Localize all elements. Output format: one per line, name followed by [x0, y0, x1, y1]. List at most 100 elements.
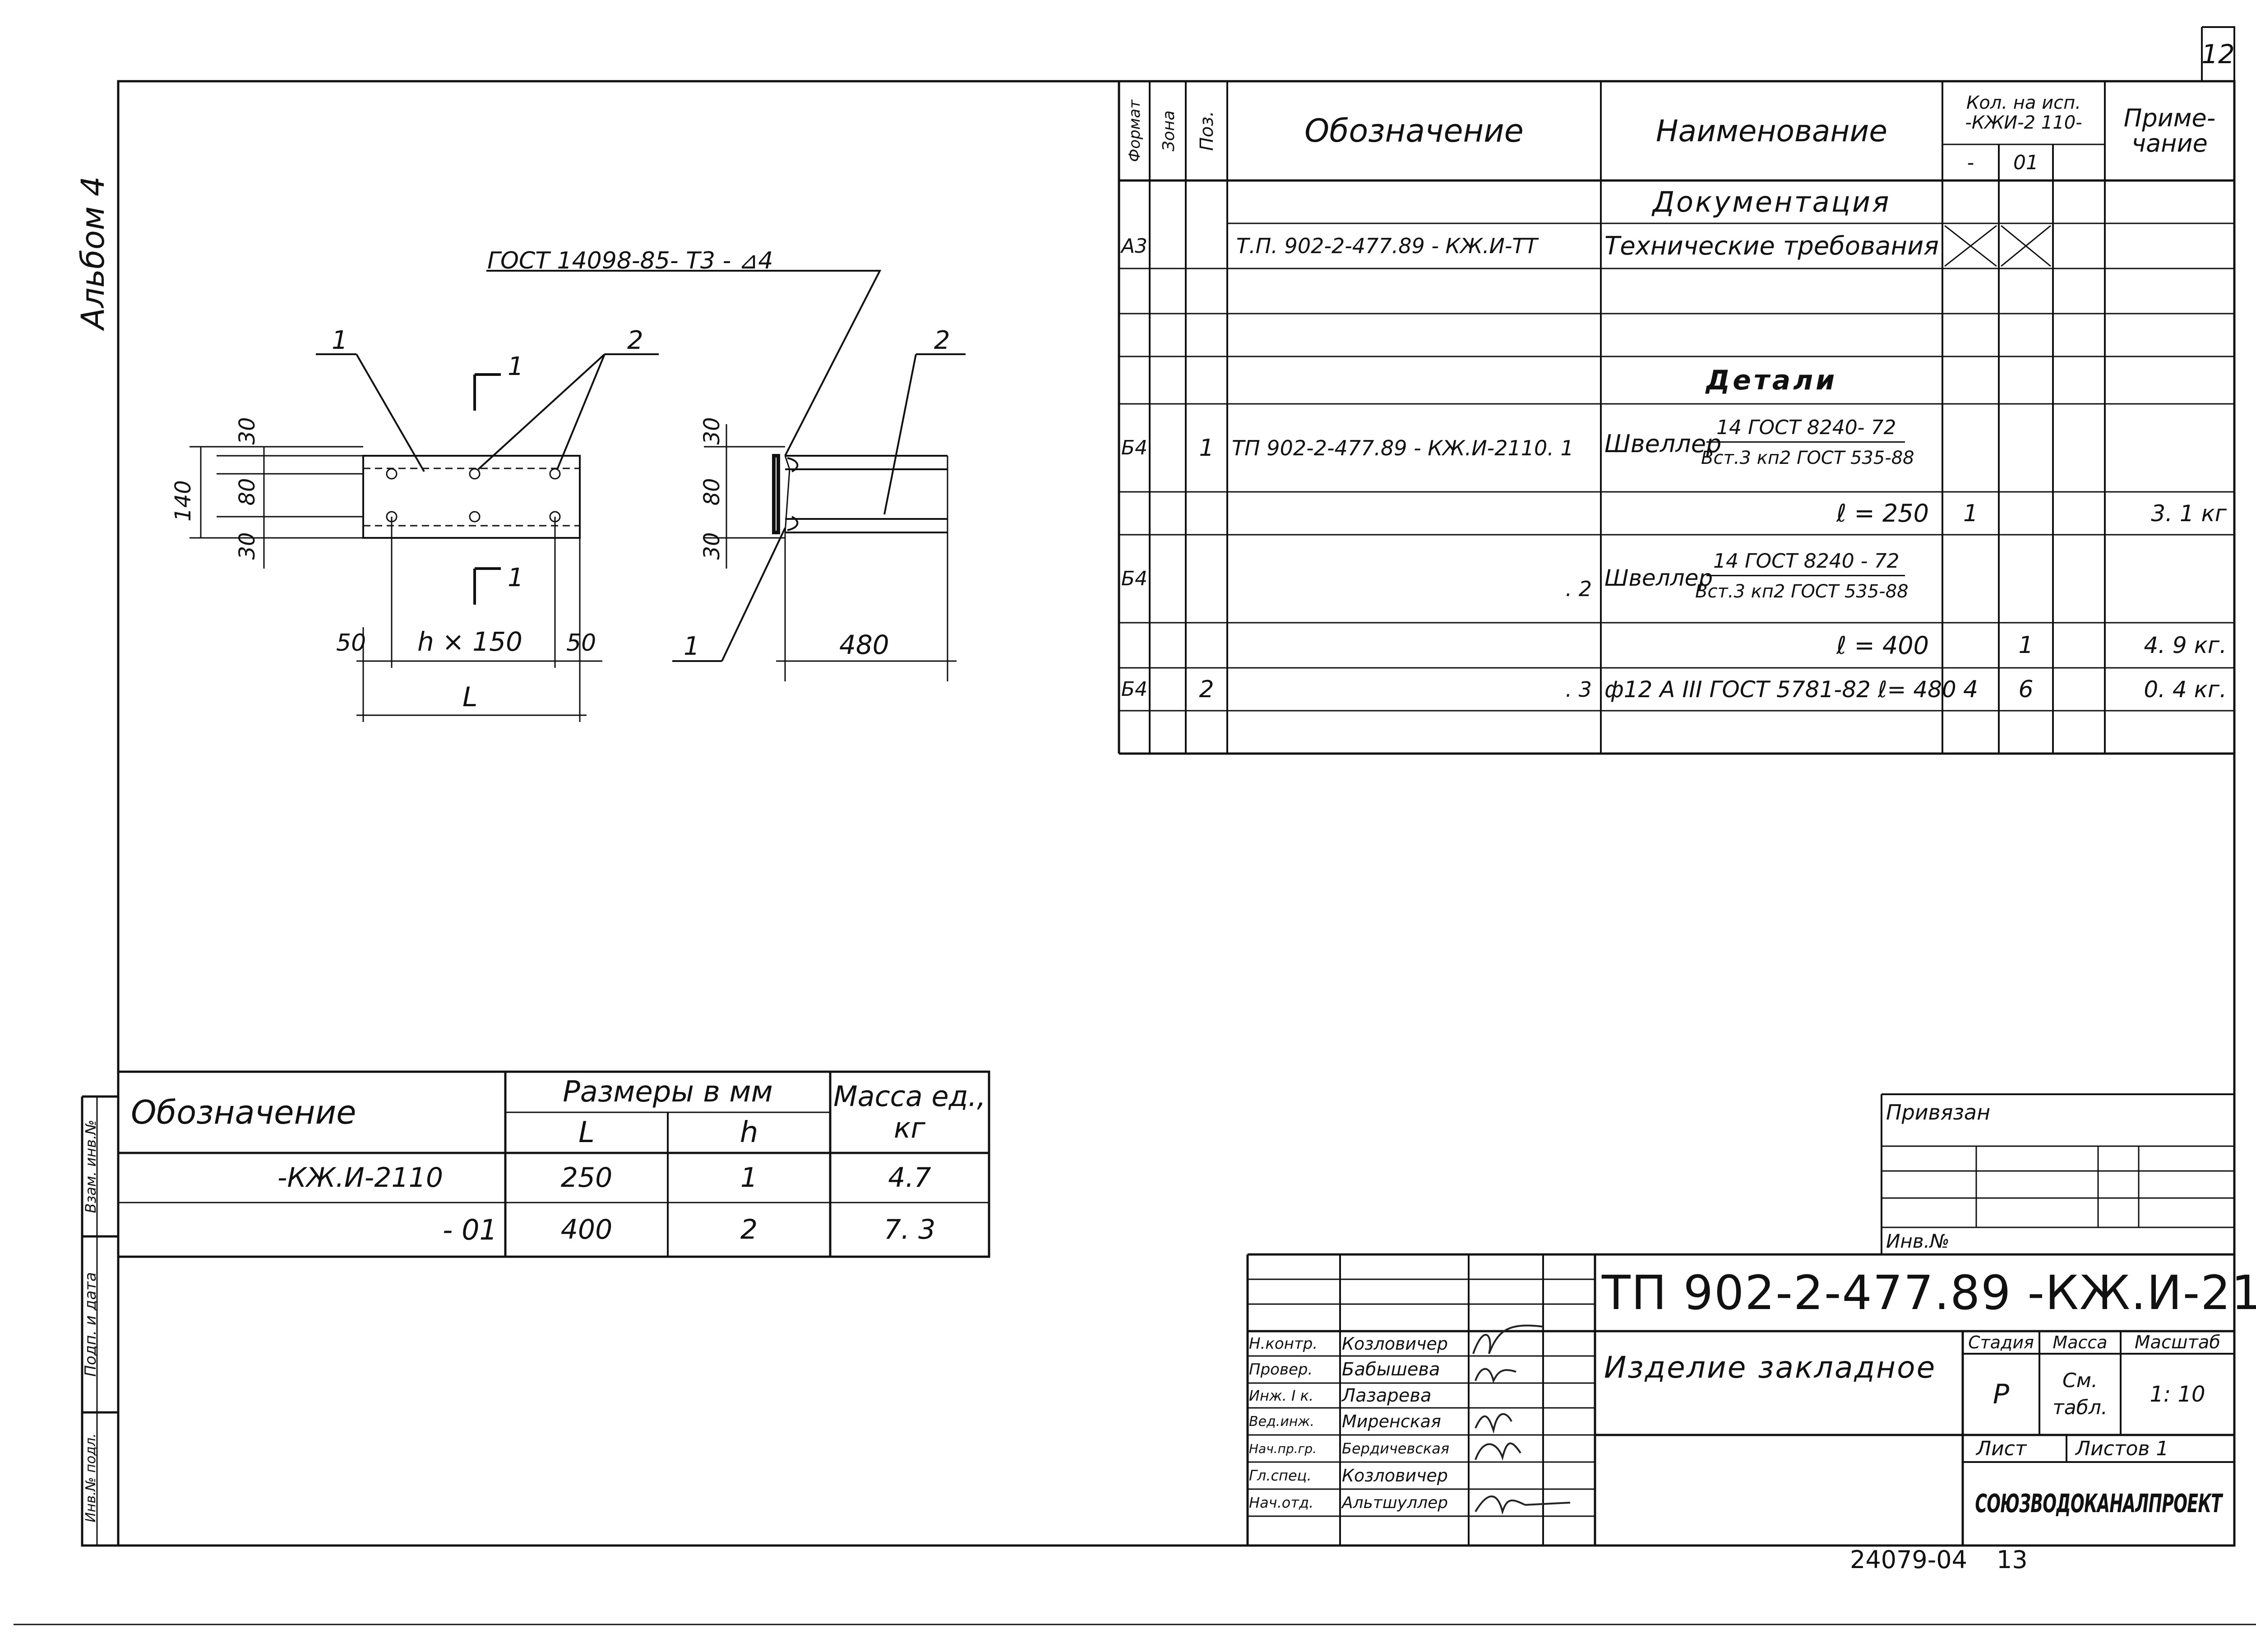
dim-50-left: 50	[336, 629, 366, 657]
dim-140: 140	[171, 480, 196, 522]
section-mark-bottom: 1	[508, 563, 524, 592]
size-h-designation: Обозначение	[131, 1093, 356, 1131]
album-label-text: Альбом 4	[74, 176, 111, 329]
spec-docs-name: Технические требования	[1604, 231, 1939, 261]
sheet-number-text: 12	[2201, 39, 2235, 69]
strip-inv-podl: Инв.№ подл.	[83, 1433, 99, 1522]
title-code: ТП 902-2-477.89 -КЖ.И-2110	[1602, 1265, 2256, 1320]
size-h-dims: Размеры в мм	[563, 1075, 773, 1109]
size-row1-h: 1	[740, 1162, 758, 1194]
dim-80: 80	[235, 478, 260, 506]
section-view	[486, 270, 966, 681]
size-h-mass: Масса ед., кг	[833, 1080, 986, 1144]
staff-name: Козловичер	[1342, 1466, 1448, 1485]
dim-section-80: 80	[699, 478, 725, 506]
dim-h150: h × 150	[417, 626, 522, 657]
spec-h-qty-b: 01	[2013, 151, 2039, 174]
size-row1-designation: -КЖ.И-2110	[277, 1162, 443, 1194]
privyazan-title: Привязан	[1886, 1100, 1991, 1124]
page-number: 13	[1997, 1546, 2028, 1574]
spec-row1-note: 3. 1 кг	[2151, 500, 2227, 527]
archive-number: 24079-04	[1850, 1546, 1967, 1574]
staff-name: Козловичер	[1342, 1333, 1448, 1354]
spec-row2-length: ℓ = 400	[1836, 631, 1929, 660]
spec-row2-name: Швеллер 14 ГОСТ 8240 - 72 Вст.3 кп2 ГОСТ…	[1604, 550, 1909, 602]
staff-role: Инж. I к.	[1249, 1387, 1314, 1404]
size-row2-h: 2	[740, 1214, 758, 1245]
dim-50-right: 50	[566, 629, 596, 657]
staff-name: Альтшуллер	[1342, 1493, 1448, 1512]
dim-L: L	[462, 681, 478, 713]
spec-row2-qty-b: 1	[2018, 632, 2034, 659]
title-sheet-h: Лист	[1976, 1437, 2027, 1460]
plan-view	[190, 353, 659, 722]
title-mass: См. табл.	[2053, 1369, 2108, 1419]
staff-name: Лазарева	[1342, 1385, 1432, 1406]
spec-row3-qty-a: 4	[1963, 676, 1979, 703]
spec-row1-pos: 1	[1199, 434, 1214, 462]
position-2-section: 2	[934, 326, 950, 355]
title-sheets-h: Листов 1	[2076, 1437, 2169, 1460]
spec-h-format: Формат	[1126, 100, 1144, 162]
spec-h-zone: Зона	[1159, 110, 1178, 152]
spec-h-designation: Обозначение	[1304, 112, 1524, 149]
size-h-h: h	[740, 1116, 758, 1149]
privyazan-inv: Инв.№	[1886, 1230, 1950, 1252]
album-label: Альбом 4	[74, 167, 115, 329]
spec-row3-format: Б4	[1121, 678, 1148, 701]
strip-vzam: Взам. инв.№	[82, 1120, 99, 1213]
size-row1-mass: 4.7	[888, 1162, 931, 1194]
spec-row3-name: ф12 А III ГОСТ 5781-82 ℓ= 480	[1604, 676, 1956, 703]
title-stage: Р	[1992, 1379, 2010, 1410]
fraction-bar	[1706, 441, 1905, 443]
staff-role: Н.контр.	[1249, 1334, 1318, 1353]
staff-name: Миренская	[1342, 1411, 1441, 1431]
staff-role: Вед.инж.	[1249, 1413, 1314, 1430]
weld-callout: ГОСТ 14098-85- Т3 - ⊿4	[487, 247, 773, 274]
signatures	[1472, 1324, 1571, 1515]
size-row2-L: 400	[560, 1214, 613, 1245]
spec-h-qty-a: -	[1967, 151, 1974, 174]
title-scale: 1: 10	[2150, 1382, 2205, 1407]
dim-section-30-top: 30	[699, 417, 725, 445]
spec-row3-pos: 2	[1199, 676, 1214, 703]
spec-docs-format: А3	[1121, 234, 1148, 258]
spec-row1-format: Б4	[1121, 436, 1148, 459]
spec-row1-designation: ТП 902-2-477.89 - КЖ.И-2110. 1	[1232, 435, 1574, 460]
spec-h-note: Приме- чание	[2123, 104, 2216, 157]
title-scale-h: Масштаб	[2134, 1332, 2221, 1353]
spec-docs-designation: Т.П. 902-2-477.89 - КЖ.И-ТТ	[1236, 234, 1538, 258]
staff-name: Бердичевская	[1342, 1440, 1450, 1457]
title-item-name: Изделие закладное	[1604, 1350, 1937, 1385]
spec-row1-name: Швеллер 14 ГОСТ 8240- 72 Вст.3 кп2 ГОСТ …	[1604, 416, 1914, 468]
sheet-number: 12	[2201, 27, 2235, 81]
spec-h-qty: Кол. на исп. -КЖИ-2 110-	[1965, 93, 2082, 133]
position-1-section: 1	[684, 632, 700, 661]
spec-row2-note: 4. 9 кг.	[2144, 632, 2227, 658]
staff-role: Провер.	[1249, 1360, 1313, 1379]
spec-row3-note: 0. 4 кг.	[2144, 676, 2227, 703]
section-mark-top: 1	[508, 352, 524, 381]
dim-30-bottom: 30	[235, 532, 260, 560]
size-row2-mass: 7. 3	[883, 1214, 936, 1245]
spec-row3-designation: . 3	[1565, 677, 1592, 702]
spec-section-parts: Детали	[1706, 364, 1838, 396]
staff-name: Бабышева	[1342, 1359, 1440, 1380]
fraction-bar	[1706, 575, 1905, 576]
spec-row1-length: ℓ = 250	[1836, 499, 1929, 528]
strip-podp: Подп. и дата	[82, 1272, 100, 1377]
dim-30-top: 30	[235, 417, 260, 445]
spec-row3-qty-b: 6	[2018, 676, 2034, 703]
size-row1-L: 250	[560, 1162, 613, 1194]
spec-h-name: Наименование	[1656, 113, 1887, 148]
spec-h-pos: Поз.	[1197, 111, 1217, 151]
staff-role: Нач.отд.	[1249, 1494, 1314, 1511]
staff-role: Нач.пр.гр.	[1249, 1441, 1317, 1456]
dim-section-30-bottom: 30	[699, 532, 725, 560]
title-org: СОЮЗВОДОКАНАЛПРОЕКТ	[1975, 1489, 2223, 1518]
position-2-plan: 2	[627, 326, 643, 355]
staff-role: Гл.спец.	[1249, 1467, 1312, 1484]
spec-row2-designation: . 2	[1565, 577, 1592, 601]
position-1-plan: 1	[332, 326, 348, 355]
